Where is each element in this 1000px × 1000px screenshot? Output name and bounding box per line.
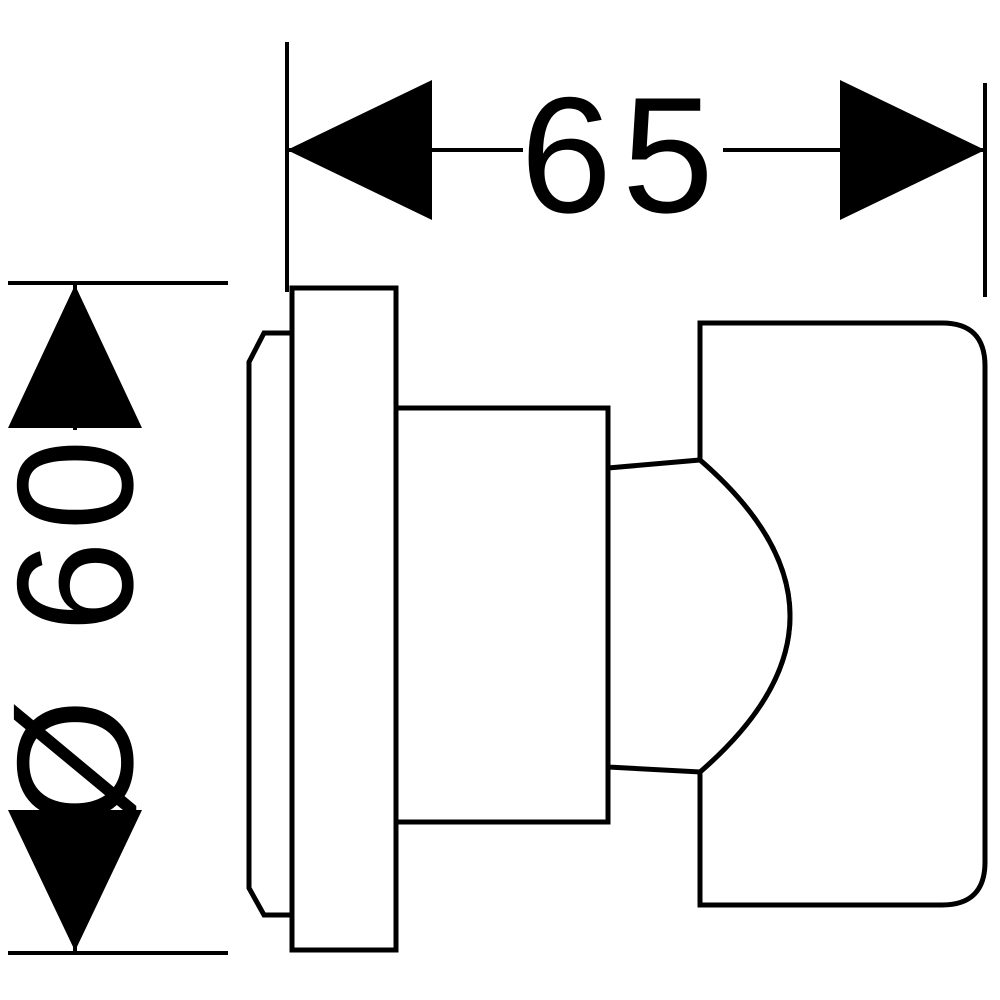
wall-plate [246, 330, 295, 918]
escutcheon-flange [289, 285, 399, 953]
arrow-right-icon [840, 80, 985, 220]
arrow-up-icon [8, 285, 142, 428]
valve-sleeve [393, 405, 611, 825]
arrow-down-icon [8, 810, 142, 951]
diameter-dimension-label: Ø 60 [0, 429, 167, 827]
handle-hub [605, 457, 793, 775]
valve-body-group [246, 285, 988, 953]
width-dimension-label: 65 [520, 63, 724, 247]
arrow-left-icon [287, 80, 432, 220]
